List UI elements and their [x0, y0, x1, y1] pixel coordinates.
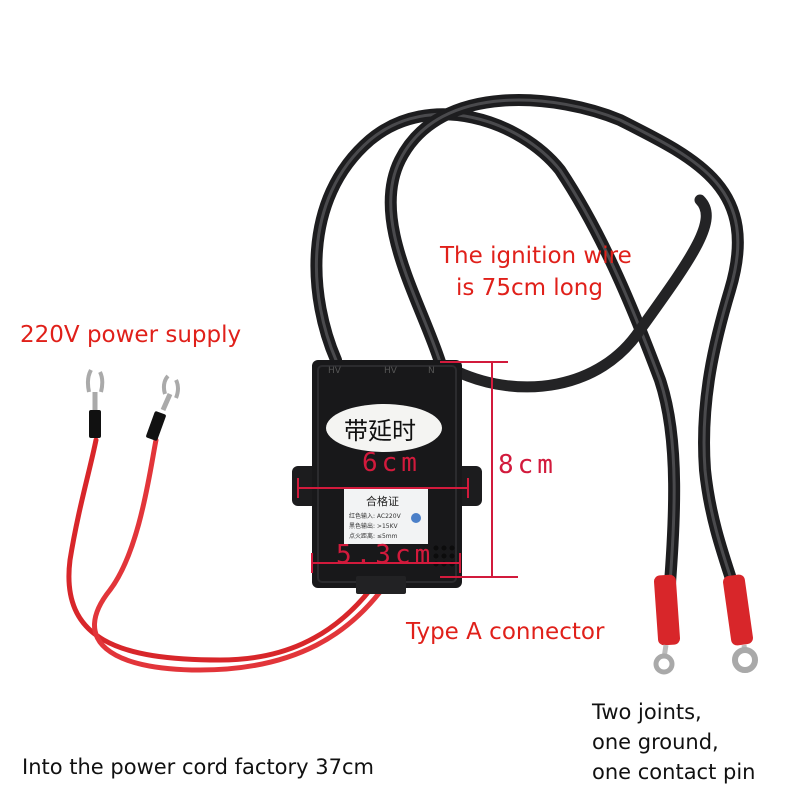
ignition-cable-third [452, 194, 712, 393]
certificate-row: 红色输入: AC220V [349, 513, 401, 520]
oval-label-sticker [326, 404, 442, 452]
certificate-title: 合格证 [366, 495, 399, 508]
power-supply-label: 220V power supply [20, 322, 242, 348]
dimension-width-bottom: 5.3cm [336, 540, 435, 570]
ignition-cables [310, 94, 744, 616]
ignition-wire-label-line2: is 75cm long [456, 275, 603, 301]
joints-label-line2: one ground, [592, 730, 719, 754]
joints-label-line3: one contact pin [592, 760, 756, 784]
certificate-row: 点火距离: ≤5mm [349, 533, 398, 540]
certificate-row: 黑色输出: >15KV [349, 523, 398, 530]
terminal-mark-2: HV [384, 366, 397, 376]
ring-terminal-right [723, 574, 758, 673]
dimension-width-top: 6cm [362, 448, 421, 478]
connector-label: Type A connector [406, 619, 605, 645]
ignition-cable-right-highlight [389, 98, 740, 602]
power-wire-a [66, 437, 373, 663]
ignition-device [292, 360, 482, 594]
fork-terminal-left [85, 369, 105, 438]
power-wires [66, 437, 383, 673]
terminal-mark-3: N [428, 366, 435, 376]
power-cord-label: Into the power cord factory 37cm [22, 755, 374, 779]
certificate-logo [411, 513, 421, 523]
joints-label-line1: Two joints, [592, 700, 702, 724]
dimension-lines [297, 361, 518, 578]
device-bottom-plug [356, 576, 406, 594]
oval-label-text: 带延时 [344, 417, 416, 445]
dimension-height: 8cm [498, 450, 557, 480]
ignition-wire-label-line1: The ignition wire [440, 243, 632, 269]
terminal-mark-1: HV [328, 366, 341, 376]
power-wire-b [92, 437, 383, 673]
ignition-cable-left-highlight [314, 112, 676, 612]
ring-terminal-left [653, 574, 681, 675]
fork-terminal-right [146, 374, 181, 441]
